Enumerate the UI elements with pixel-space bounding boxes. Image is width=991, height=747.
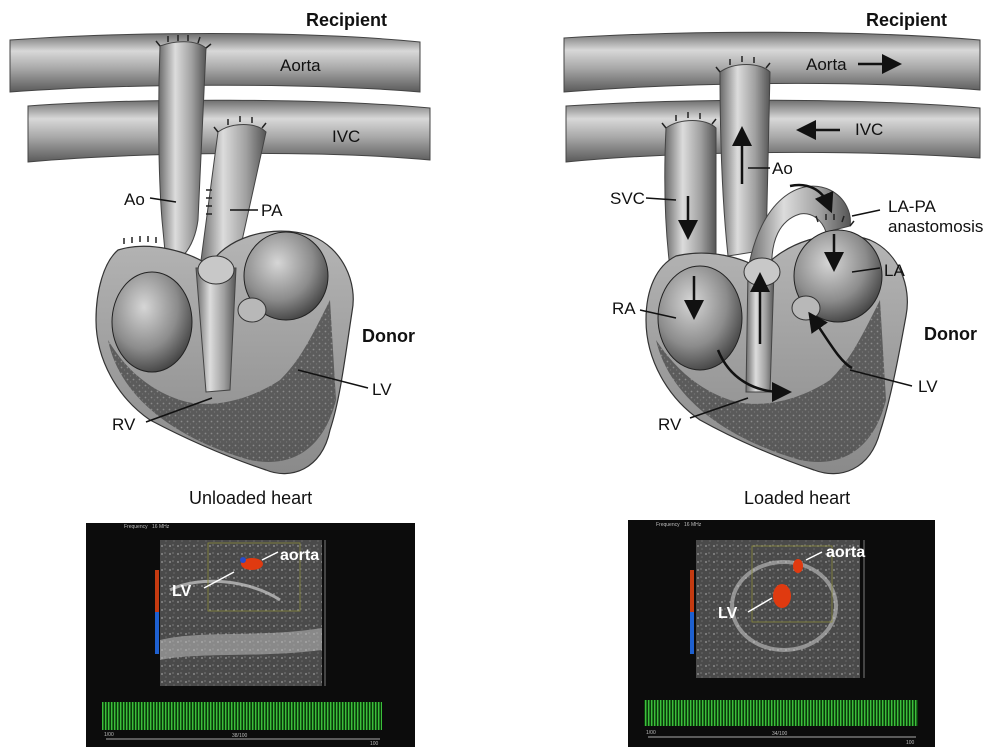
left-us-doppler-blue xyxy=(240,557,246,563)
left-us-freq-label: Frequency xyxy=(124,524,148,530)
left-aorta-vessel xyxy=(10,34,420,93)
right-ra-label: RA xyxy=(612,299,636,318)
right-ultrasound: Frequency 16 MHz LV aorta 1/00 34/100 10… xyxy=(628,520,935,747)
right-lv-label: LV xyxy=(918,377,938,396)
right-us-time-right: 100 xyxy=(906,740,915,746)
right-ao-label: Ao xyxy=(772,159,793,178)
left-panel: Recipient Aorta IVC Ao PA Donor LV xyxy=(10,10,430,747)
right-svc-label: SVC xyxy=(610,189,645,208)
right-us-colorbar-blue xyxy=(690,612,694,654)
left-ivc-label: IVC xyxy=(332,127,360,146)
right-us-freq-value: 16 MHz xyxy=(684,522,702,528)
right-la-label: LA xyxy=(884,261,905,280)
left-us-time-left: 1/00 xyxy=(104,732,114,738)
right-svc-graft xyxy=(665,121,716,269)
left-lv-label: LV xyxy=(372,380,392,399)
right-us-time-mid: 34/100 xyxy=(772,731,788,737)
right-aorta-label: Aorta xyxy=(806,55,847,74)
right-valve xyxy=(744,258,780,286)
right-us-ecg-strip xyxy=(644,700,918,726)
left-atrium-chamber-1 xyxy=(112,272,192,372)
left-rv-label: RV xyxy=(112,415,136,434)
right-caption: Loaded heart xyxy=(744,488,850,508)
left-valve xyxy=(198,256,234,284)
right-valve-2 xyxy=(792,296,820,320)
right-la-pa-label-2: anastomosis xyxy=(888,217,983,236)
right-aorta-vessel xyxy=(564,32,980,92)
right-la-pa-label-1: LA-PA xyxy=(888,197,937,216)
right-us-lv-label: LV xyxy=(718,605,738,622)
left-caption: Unloaded heart xyxy=(189,488,312,508)
right-ivc-label: IVC xyxy=(855,120,883,139)
right-recipient-label: Recipient xyxy=(866,10,947,30)
left-us-aorta-label: aorta xyxy=(280,547,319,564)
left-ao-graft xyxy=(159,42,206,263)
right-la-pa-leader xyxy=(852,210,880,216)
right-rv-label: RV xyxy=(658,415,682,434)
right-donor-label: Donor xyxy=(924,324,977,344)
left-us-freq-value: 16 MHz xyxy=(152,524,170,530)
left-us-lv-label: LV xyxy=(172,583,192,600)
left-pa-label: PA xyxy=(261,201,283,220)
left-aorta-label: Aorta xyxy=(280,56,321,75)
right-us-doppler-lv xyxy=(773,584,791,608)
right-ra-chamber xyxy=(658,266,742,370)
left-us-time-mid: 38/100 xyxy=(232,733,248,739)
right-us-freq-label: Frequency xyxy=(656,522,680,528)
right-panel: Recipient Aorta IVC xyxy=(564,10,983,747)
left-us-time-right: 100 xyxy=(370,741,379,747)
right-ivc-vessel xyxy=(566,100,980,162)
left-ultrasound: Frequency 16 MHz LV aorta 1/00 38/100 10… xyxy=(86,523,415,747)
right-us-doppler-aorta xyxy=(793,559,803,573)
right-us-time-left: 1/00 xyxy=(646,730,656,736)
left-ao-label: Ao xyxy=(124,190,145,209)
left-donor-label: Donor xyxy=(362,326,415,346)
left-valve-2 xyxy=(238,298,266,322)
left-us-ecg-strip xyxy=(102,702,382,730)
left-us-colorbar-blue xyxy=(155,612,159,654)
right-us-aorta-label: aorta xyxy=(826,544,865,561)
left-recipient-label: Recipient xyxy=(306,10,387,30)
